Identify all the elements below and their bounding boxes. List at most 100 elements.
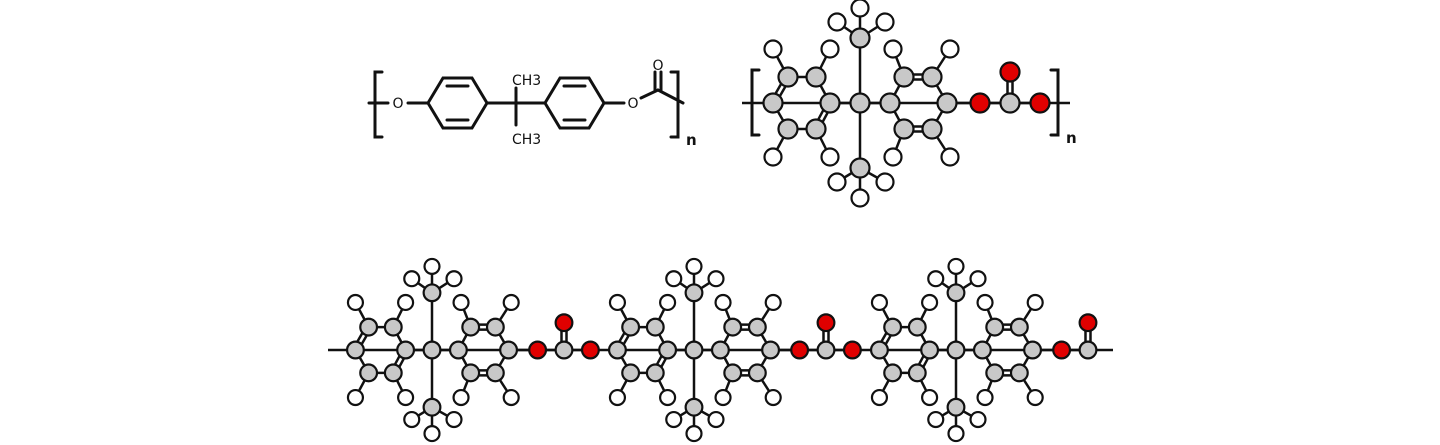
carbon-atom bbox=[422, 340, 442, 360]
oxygen-atom bbox=[528, 340, 548, 360]
hydrogen-atom bbox=[763, 39, 783, 59]
hydrogen-atom bbox=[707, 410, 725, 429]
hydrogen-atom bbox=[875, 12, 895, 32]
hydrogen-atom bbox=[976, 388, 994, 407]
hydrogen-atom bbox=[870, 293, 889, 312]
hydrogen-atom bbox=[820, 147, 840, 167]
oxygen-atom bbox=[999, 61, 1021, 83]
hydrogen-atom bbox=[685, 257, 703, 275]
hydrogen-atom bbox=[763, 147, 783, 167]
hydrogen-atom bbox=[445, 410, 463, 429]
carbon-atom bbox=[921, 66, 943, 88]
carbon-atom bbox=[819, 92, 841, 114]
carbon-atom bbox=[849, 27, 871, 49]
hydrogen-atom bbox=[927, 410, 945, 429]
oxygen-atom bbox=[842, 340, 862, 360]
hydrogen-atom bbox=[820, 39, 840, 59]
skeletal-formula: O O O CH3 CH3 n bbox=[367, 58, 697, 149]
carbon-atom bbox=[893, 118, 915, 140]
carbon-atom bbox=[907, 317, 927, 337]
oxygen-atom bbox=[969, 92, 991, 114]
hydrogen-atom bbox=[608, 388, 627, 407]
hydrogen-atom bbox=[397, 388, 415, 407]
oxygen-atom bbox=[1029, 92, 1051, 114]
carbon-atom bbox=[422, 397, 442, 417]
carbon-atom bbox=[461, 317, 481, 337]
hydrogen-atom bbox=[423, 425, 441, 443]
hydrogen-atom bbox=[883, 147, 903, 167]
carbon-atom bbox=[345, 340, 365, 360]
carbon-atom bbox=[1009, 363, 1029, 383]
hydrogen-atom bbox=[850, 188, 870, 208]
carbon-atom bbox=[485, 363, 505, 383]
hydrogen-atom bbox=[707, 270, 725, 288]
hydrogen-atom bbox=[502, 388, 520, 407]
carbon-atom bbox=[621, 363, 641, 383]
carbon-atom bbox=[777, 118, 799, 140]
ball-and-stick-monomer: n bbox=[742, 0, 1077, 208]
carbon-atom bbox=[684, 397, 704, 417]
methyl-label-bottom: CH3 bbox=[512, 132, 541, 148]
hydrogen-atom bbox=[659, 388, 677, 407]
carbon-atom bbox=[1078, 340, 1098, 360]
left-bracket bbox=[750, 68, 761, 137]
oxygen-atom bbox=[554, 313, 574, 333]
carbon-atom bbox=[747, 363, 767, 383]
carbon-atom bbox=[723, 317, 743, 337]
hydrogen-atom bbox=[397, 293, 415, 312]
hydrogen-atom bbox=[714, 293, 732, 312]
carbon-atom bbox=[485, 317, 505, 337]
hydrogen-atom bbox=[445, 270, 463, 288]
carbon-atom bbox=[1009, 317, 1029, 337]
carbon-atom bbox=[710, 340, 730, 360]
carbon-atom bbox=[499, 340, 519, 360]
carbon-atom bbox=[999, 92, 1021, 114]
carbon-atom bbox=[621, 317, 641, 337]
carbon-atom bbox=[761, 340, 781, 360]
hydrogen-atom bbox=[659, 293, 677, 312]
hydrogen-atom bbox=[940, 147, 960, 167]
right-bracket bbox=[669, 70, 680, 139]
carbon-atom bbox=[359, 317, 379, 337]
hydrogen-atom bbox=[1026, 388, 1044, 407]
oxygen-atom bbox=[790, 340, 810, 360]
hydrogen-atom bbox=[875, 172, 895, 192]
carbon-atom bbox=[946, 283, 966, 303]
hydrogen-atom bbox=[685, 425, 703, 443]
carbon-atom bbox=[777, 66, 799, 88]
carbon-atom bbox=[383, 363, 403, 383]
carbon-atom bbox=[762, 92, 784, 114]
carbon-atom bbox=[883, 317, 903, 337]
carbon-atom bbox=[461, 363, 481, 383]
carbon-atom bbox=[359, 363, 379, 383]
hydrogen-atom bbox=[346, 293, 365, 312]
hydrogen-atom bbox=[1026, 293, 1044, 312]
carbon-atom bbox=[723, 363, 743, 383]
hydrogen-atom bbox=[976, 293, 994, 312]
hydrogen-atom bbox=[870, 388, 889, 407]
ball-and-stick-polymer-chain bbox=[328, 257, 1113, 443]
carbon-atom bbox=[985, 363, 1005, 383]
carbon-atom bbox=[946, 340, 966, 360]
hydrogen-atom bbox=[940, 39, 960, 59]
hydrogen-atom bbox=[969, 410, 987, 429]
hydrogen-atom bbox=[969, 270, 987, 288]
carbon-atom bbox=[893, 66, 915, 88]
carbon-atom bbox=[921, 118, 943, 140]
carbon-atom bbox=[972, 340, 992, 360]
carbon-atom bbox=[607, 340, 627, 360]
hydrogen-atom bbox=[947, 257, 965, 275]
carbon-atom bbox=[448, 340, 468, 360]
carbon-atom bbox=[816, 340, 836, 360]
hydrogen-atom bbox=[921, 388, 939, 407]
carbon-atom bbox=[1023, 340, 1043, 360]
right-bracket bbox=[1049, 68, 1060, 137]
hydrogen-atom bbox=[608, 293, 627, 312]
carbon-atom bbox=[422, 283, 442, 303]
oxygen-atom bbox=[1078, 313, 1098, 333]
carbon-atom bbox=[869, 340, 889, 360]
hydrogen-atom bbox=[764, 293, 782, 312]
hydrogen-atom bbox=[452, 388, 470, 407]
carbon-atom bbox=[645, 317, 665, 337]
